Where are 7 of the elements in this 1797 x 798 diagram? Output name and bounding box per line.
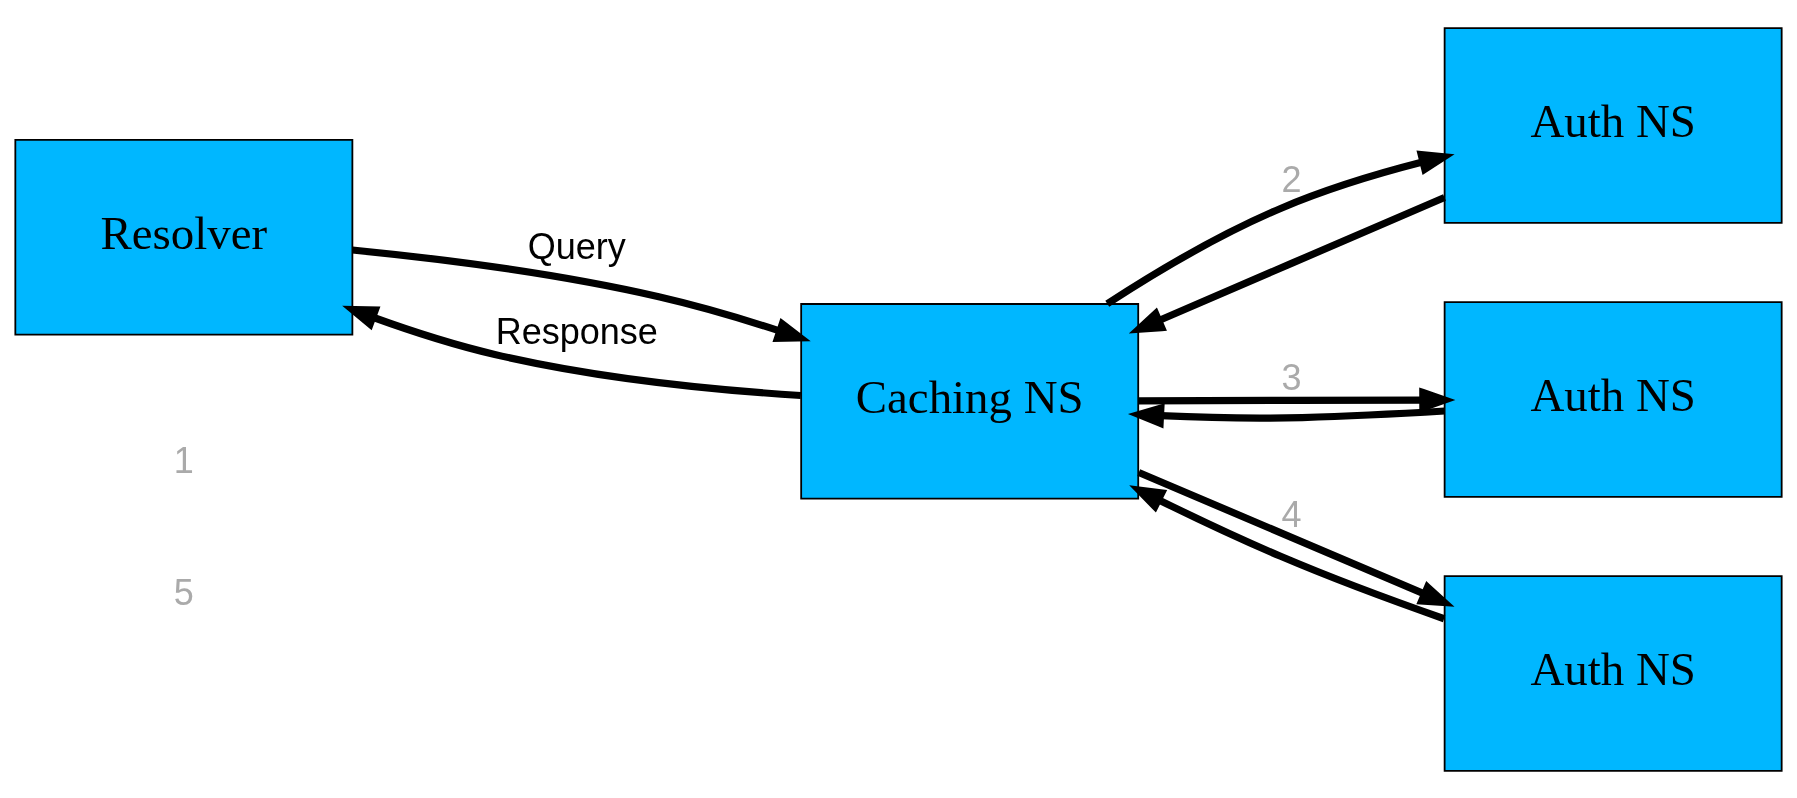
edge-label: 3 xyxy=(1281,356,1302,398)
label: 5 xyxy=(173,571,194,613)
edge-label: Query xyxy=(527,225,626,267)
label: 1 xyxy=(173,439,194,481)
edge-label: Response xyxy=(495,310,658,352)
edge-label: 4 xyxy=(1281,493,1302,535)
edge-label: 2 xyxy=(1281,158,1302,200)
